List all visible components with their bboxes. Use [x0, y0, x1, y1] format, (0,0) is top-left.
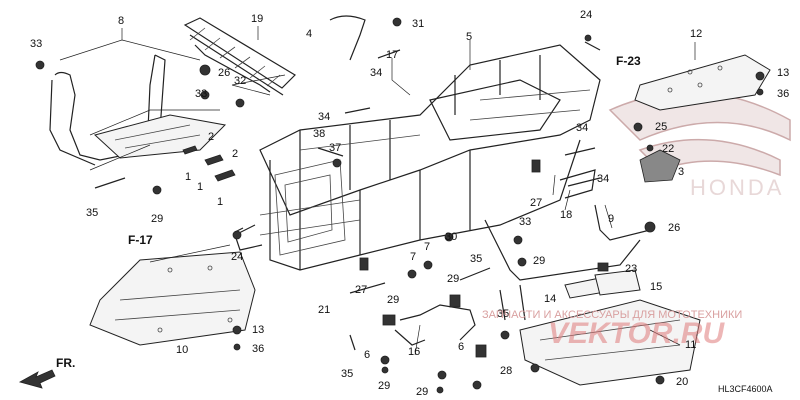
- callout-28: 28: [500, 365, 512, 377]
- callout-29b: 29: [533, 255, 545, 267]
- skid-plate-right: [519, 299, 701, 386]
- callout-22: 22: [662, 143, 674, 155]
- callout-1c: 1: [217, 196, 223, 208]
- main-frame: [234, 44, 601, 271]
- rear-carrier: [183, 17, 296, 96]
- callout-23: 23: [625, 263, 637, 275]
- callout-numbers: 1 1 1 2 2 3 4 5 6 6 7 7 8 9 10 11 12 13 …: [30, 9, 789, 398]
- callout-29a: 29: [151, 213, 163, 225]
- callout-5: 5: [466, 31, 472, 43]
- side-rail: [484, 169, 651, 321]
- callout-7b: 7: [424, 241, 430, 253]
- callout-27a: 27: [530, 197, 542, 209]
- callout-38: 38: [313, 128, 325, 140]
- callout-35b: 35: [470, 253, 482, 265]
- callout-9: 9: [608, 213, 614, 225]
- callout-33c: 33: [195, 88, 207, 100]
- watermark-caption: ЗАПЧАСТИ И АКСЕССУАРЫ ДЛЯ МОТОТЕХНИКИ: [482, 309, 742, 321]
- cover-plate: [634, 54, 771, 111]
- callout-10: 10: [176, 344, 188, 356]
- watermark-brand: VEKTOR.RU: [548, 317, 725, 350]
- callout-1b: 1: [197, 181, 203, 193]
- callout-34d: 34: [597, 173, 609, 185]
- callout-35c: 35: [497, 308, 509, 320]
- step-bracket: [394, 304, 476, 346]
- callout-37: 37: [329, 142, 341, 154]
- bracket-3: [639, 149, 681, 183]
- callout-16: 16: [408, 346, 420, 358]
- front-direction-label: FR.: [56, 356, 75, 370]
- callout-26b: 26: [668, 222, 680, 234]
- section-ref-f17: F-17: [128, 233, 153, 247]
- callout-35d: 35: [341, 368, 353, 380]
- callout-19: 19: [251, 13, 263, 25]
- callout-33b: 33: [519, 216, 531, 228]
- callout-32: 32: [234, 75, 246, 87]
- callout-7a: 7: [410, 251, 416, 263]
- callout-24b: 24: [231, 251, 243, 263]
- callout-13: 13: [252, 324, 264, 336]
- callout-18: 18: [560, 209, 572, 221]
- callout-29f: 29: [416, 386, 428, 398]
- callout-26a: 26: [218, 67, 230, 79]
- callout-30: 30: [445, 231, 457, 243]
- callout-2a: 2: [208, 131, 214, 143]
- callout-29c: 29: [447, 273, 459, 285]
- callout-14: 14: [544, 293, 556, 305]
- callout-27b: 27: [355, 284, 367, 296]
- leader-lines: [59, 26, 696, 356]
- callout-29e: 29: [378, 380, 390, 392]
- skid-plate-left: [89, 251, 256, 346]
- callout-17: 17: [386, 49, 398, 61]
- callout-34a: 34: [370, 67, 382, 79]
- callout-20: 20: [676, 376, 688, 388]
- callout-11: 11: [685, 339, 696, 351]
- honda-logo-watermark: HONDA: [608, 91, 791, 200]
- callout-6a: 6: [364, 349, 370, 361]
- callout-31: 31: [412, 18, 424, 30]
- callout-34b: 34: [318, 111, 330, 123]
- callout-29d: 29: [387, 294, 399, 306]
- honda-logo-text: HONDA: [690, 175, 784, 200]
- callout-1a: 1: [185, 171, 191, 183]
- callout-12: 12: [690, 28, 702, 40]
- callout-25: 25: [655, 121, 667, 133]
- diagram-code: HL3CF4600A: [718, 384, 773, 394]
- callout-4: 4: [306, 28, 312, 40]
- callout-15: 15: [650, 281, 662, 293]
- callout-2b: 2: [232, 148, 238, 160]
- callout-13b: 13: [777, 67, 789, 79]
- section-ref-f23: F-23: [616, 54, 641, 68]
- callout-34c: 34: [576, 122, 588, 134]
- callout-33a: 33: [30, 38, 42, 50]
- front-direction-arrow: FR.: [18, 356, 75, 389]
- callout-35a: 35: [86, 207, 98, 219]
- callout-24a: 24: [580, 9, 592, 21]
- callout-36b: 36: [252, 343, 264, 355]
- callout-36a: 36: [777, 88, 789, 100]
- callout-21: 21: [318, 304, 330, 316]
- callout-6b: 6: [458, 341, 464, 353]
- callout-3: 3: [678, 166, 684, 178]
- rubber-pads: [182, 145, 236, 182]
- callout-8: 8: [118, 15, 124, 27]
- fasteners: [35, 15, 765, 394]
